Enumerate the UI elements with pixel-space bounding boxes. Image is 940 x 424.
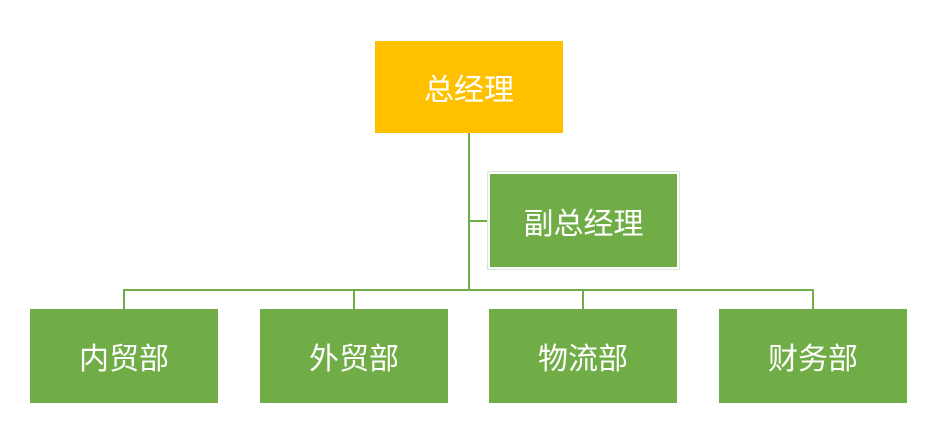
node-department-domestic-trade: 内贸部 xyxy=(30,309,218,403)
node-label: 物流部 xyxy=(538,342,628,377)
node-label: 外贸部 xyxy=(309,342,399,377)
node-label: 财务部 xyxy=(768,342,858,377)
node-department-finance: 财务部 xyxy=(719,309,907,403)
node-department-foreign-trade: 外贸部 xyxy=(260,309,448,403)
node-label: 副总经理 xyxy=(523,206,644,242)
node-deputy-general-manager: 副总经理 xyxy=(487,171,680,270)
node-department-logistics: 物流部 xyxy=(489,309,677,403)
node-label: 总经理 xyxy=(424,73,514,108)
node-general-manager: 总经理 xyxy=(375,41,563,133)
node-label: 内贸部 xyxy=(79,342,169,377)
